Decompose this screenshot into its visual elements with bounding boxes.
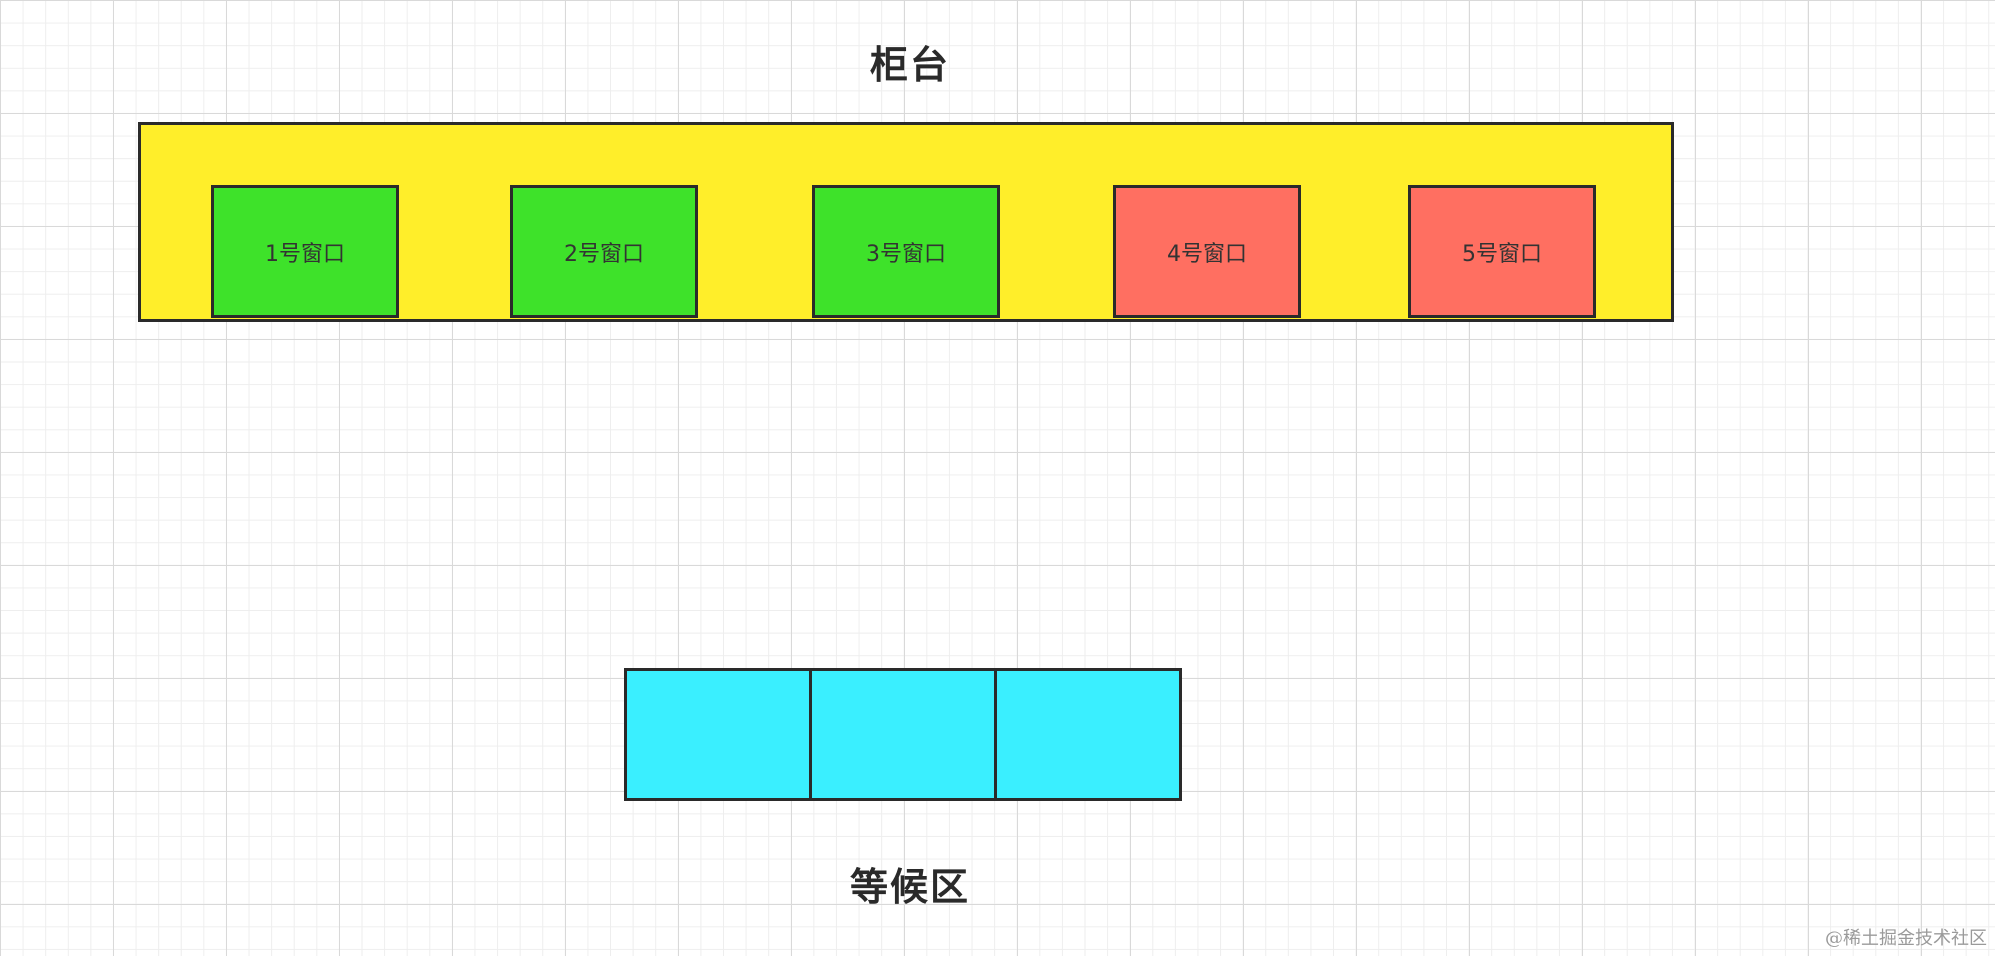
watermark: @稀土掘金技术社区 bbox=[1825, 928, 1987, 949]
window-5: 5号窗口 bbox=[1408, 185, 1596, 318]
window-2: 2号窗口 bbox=[510, 185, 698, 318]
window-4-label: 4号窗口 bbox=[1167, 241, 1247, 267]
window-1: 1号窗口 bbox=[211, 185, 399, 318]
window-3-label: 3号窗口 bbox=[866, 241, 946, 267]
window-4: 4号窗口 bbox=[1113, 185, 1301, 318]
queue-slot-2 bbox=[809, 668, 997, 801]
counter-title: 柜台 bbox=[869, 43, 950, 87]
queue-slot-3 bbox=[994, 668, 1182, 801]
window-1-label: 1号窗口 bbox=[265, 241, 345, 267]
waiting-area-title: 等候区 bbox=[849, 865, 970, 909]
waiting-queue bbox=[624, 668, 1182, 801]
window-2-label: 2号窗口 bbox=[564, 241, 644, 267]
window-3: 3号窗口 bbox=[812, 185, 1000, 318]
queue-slot-1 bbox=[624, 668, 812, 801]
window-5-label: 5号窗口 bbox=[1462, 241, 1542, 267]
